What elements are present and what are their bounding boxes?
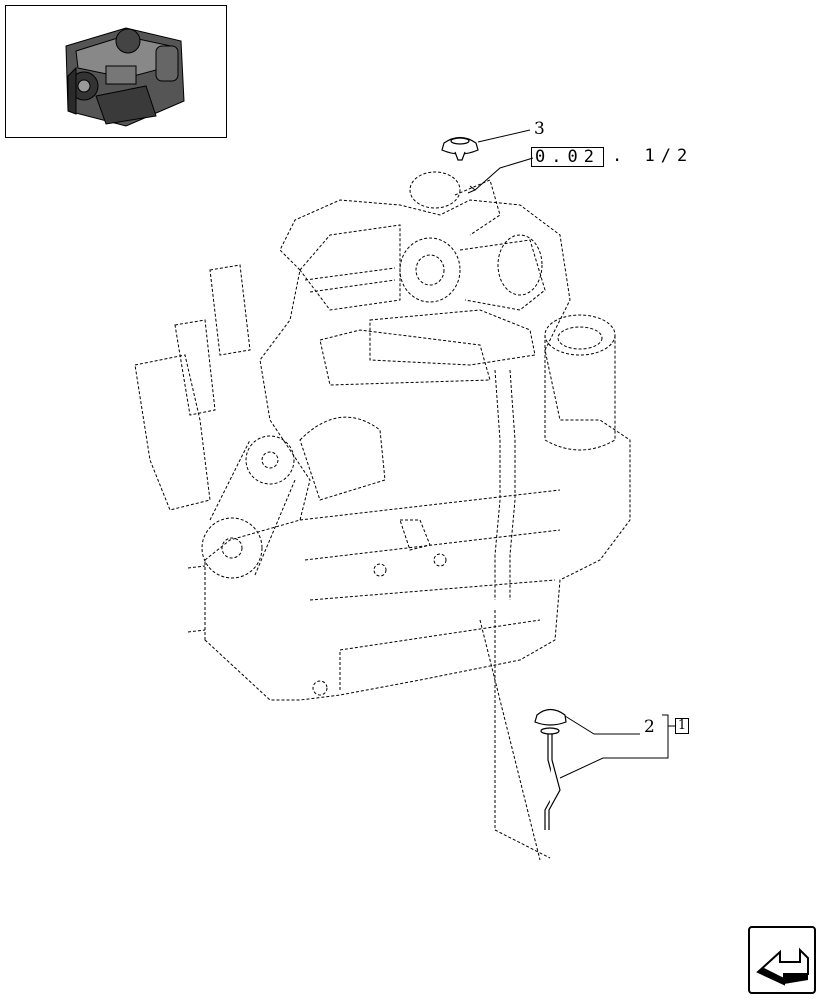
engine-thumbnail-icon	[65, 27, 185, 127]
oil-filter	[544, 335, 616, 451]
turbocharger	[399, 237, 461, 303]
alternator-pulley	[245, 435, 295, 485]
crankshaft-pulley	[201, 517, 263, 579]
callout-part-3: 3	[534, 119, 545, 139]
cross-reference-suffix: . 1/2	[612, 146, 694, 166]
callout-part-2: 2	[644, 717, 655, 737]
cylinder-head	[299, 224, 401, 311]
exhaust-manifold	[319, 329, 491, 386]
item-reference-box: 1	[675, 718, 689, 734]
dipstick-leader	[494, 610, 551, 859]
engine-block-outline	[204, 199, 631, 701]
next-page-button[interactable]	[748, 926, 816, 994]
oil-filler-cap	[441, 136, 479, 161]
engine-thumbnail-frame	[5, 5, 227, 138]
dipstick-tube-block	[494, 369, 501, 600]
oil-dipstick	[534, 708, 567, 830]
cross-reference-box[interactable]: 0.02	[531, 147, 604, 167]
next-page-arrow-icon	[756, 947, 809, 986]
